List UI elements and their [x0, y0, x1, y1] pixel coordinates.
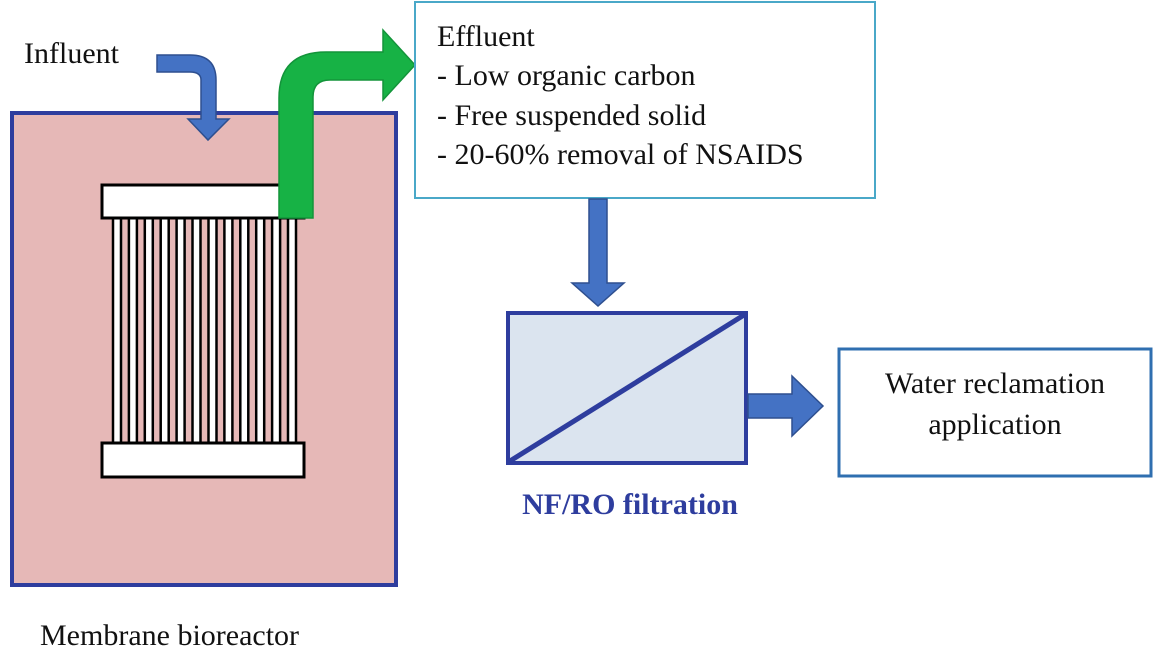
effluent-flow-arrow [278, 28, 417, 219]
membrane-bottom-header [100, 441, 306, 479]
effluent-title: Effluent [437, 20, 535, 53]
membrane-fiber [191, 216, 202, 445]
filtration-label: NF/RO filtration [522, 488, 738, 521]
membrane-fiber [286, 216, 298, 445]
membrane-fiber [175, 216, 186, 445]
membrane-fiber [254, 216, 266, 445]
influent-label: Influent [24, 37, 120, 70]
to-filtration-arrow [570, 198, 626, 308]
membrane-top-header [100, 183, 306, 220]
filter-membrane-line [508, 312, 746, 464]
membrane-fiber [223, 216, 234, 445]
membrane-fiber [239, 216, 250, 445]
reclamation-box [837, 347, 1153, 478]
reclamation-label-line1: Water reclamation [885, 367, 1105, 400]
membrane-fiber [111, 216, 123, 445]
to-reclamation-arrow [747, 374, 825, 438]
effluent-item-2: - Free suspended solid [437, 99, 706, 132]
effluent-item-1: - Low organic carbon [437, 59, 696, 92]
effluent-item-3: - 20-60% removal of NSAIDS [437, 138, 804, 171]
membrane-fiber [143, 216, 155, 445]
membrane-fiber [207, 216, 218, 445]
influent-arrow [156, 54, 231, 142]
reclamation-label-line2: application [928, 408, 1061, 441]
bioreactor-label: Membrane bioreactor [40, 619, 299, 652]
membrane-fiber [127, 216, 139, 445]
membrane-fiber [270, 216, 282, 445]
effluent-box [414, 1, 876, 199]
membrane-fiber [159, 216, 170, 445]
